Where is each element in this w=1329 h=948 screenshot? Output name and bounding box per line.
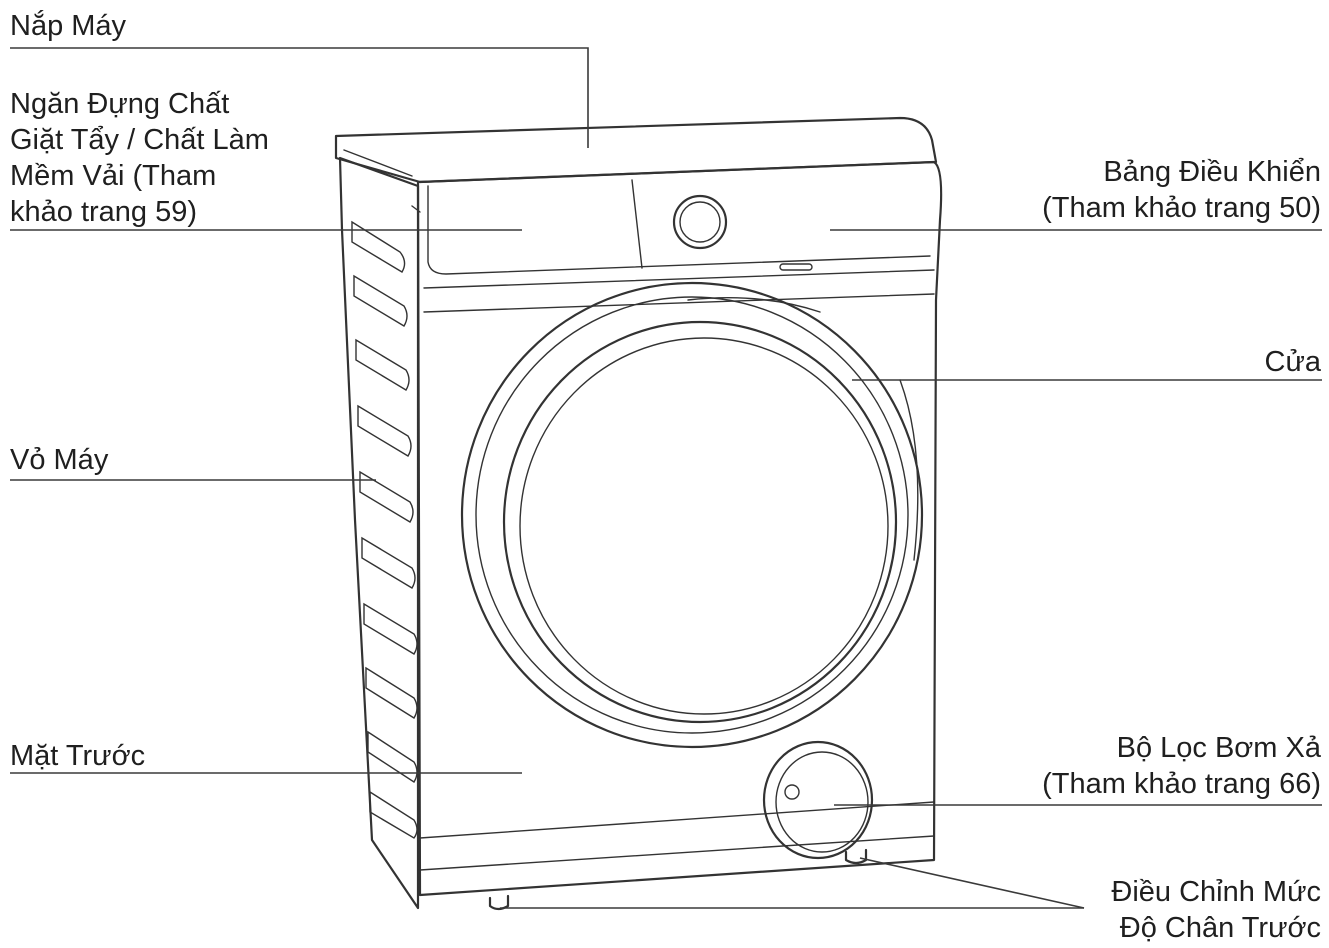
feet-drawing (488, 848, 868, 911)
label-control-panel-line-1: Bảng Điều Khiển (1103, 156, 1321, 188)
label-front-leveling-feet-line-1: Điều Chỉnh Mức (1111, 876, 1321, 908)
label-detergent-drawer-line-4: khảo trang 59) (10, 196, 198, 228)
label-front-panel: Mặt Trước (10, 738, 145, 774)
label-door: Cửa (1265, 344, 1322, 380)
filter-cover-drawing (762, 740, 874, 860)
label-cabinet: Vỏ Máy (10, 442, 108, 478)
label-detergent-drawer: Ngăn Đựng Chất Giặt Tẩy / Chất Làm Mềm V… (10, 86, 269, 230)
side-vent-slots (351, 220, 418, 839)
label-front-panel-line: Mặt Trước (10, 740, 146, 772)
label-detergent-drawer-line-2: Giặt Tẩy / Chất Làm (10, 124, 269, 156)
label-drain-pump-filter-line-1: Bộ Lọc Bơm Xả (1116, 732, 1321, 764)
label-top-cover: Nắp Máy (10, 8, 126, 44)
door-drawing (460, 281, 924, 749)
machine-body (334, 116, 943, 910)
label-detergent-drawer-line-3: Mềm Vải (Tham (10, 160, 217, 192)
label-door-line: Cửa (1264, 346, 1322, 378)
label-detergent-drawer-line-1: Ngăn Đựng Chất (10, 88, 230, 120)
label-front-leveling-feet: Điều Chỉnh Mức Độ Chân Trước (1111, 874, 1321, 946)
label-top-cover-line: Nắp Máy (10, 10, 127, 42)
leader-lines (10, 47, 1322, 909)
label-front-leveling-feet-line-2: Độ Chân Trước (1119, 912, 1321, 944)
label-drain-pump-filter: Bộ Lọc Bơm Xả (Tham khảo trang 66) (1042, 730, 1321, 802)
label-control-panel: Bảng Điều Khiển (Tham khảo trang 50) (1042, 154, 1321, 226)
label-cabinet-line: Vỏ Máy (10, 444, 109, 476)
label-drain-pump-filter-line-2: (Tham khảo trang 66) (1042, 768, 1321, 800)
label-control-panel-line-2: (Tham khảo trang 50) (1042, 192, 1321, 224)
